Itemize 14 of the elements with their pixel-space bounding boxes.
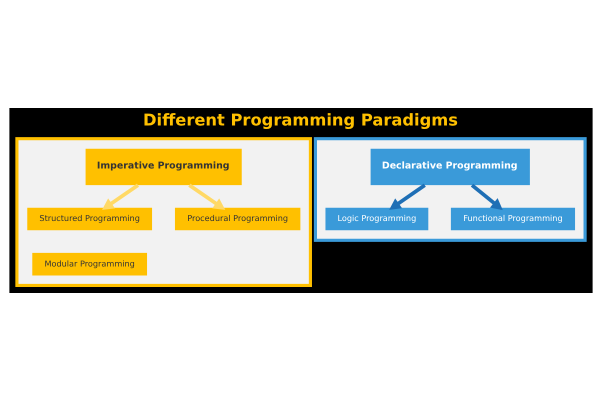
node-box: Declarative Programming <box>370 148 530 186</box>
node-box: Imperative Programming <box>86 148 242 186</box>
cluster <box>15 137 312 288</box>
arrow <box>470 184 503 210</box>
node-box: Logic Programming <box>325 208 428 230</box>
arrow <box>188 184 226 210</box>
node-box: Modular Programming <box>32 252 148 276</box>
diagram-title: Different Programming Paradigms <box>142 110 458 130</box>
node-box: Procedural Programming <box>174 208 300 230</box>
cluster <box>314 137 587 242</box>
node-box: Structured Programming <box>27 208 152 230</box>
arrow <box>102 184 140 210</box>
arrow <box>389 184 426 210</box>
node-box: Functional Programming <box>450 208 576 230</box>
